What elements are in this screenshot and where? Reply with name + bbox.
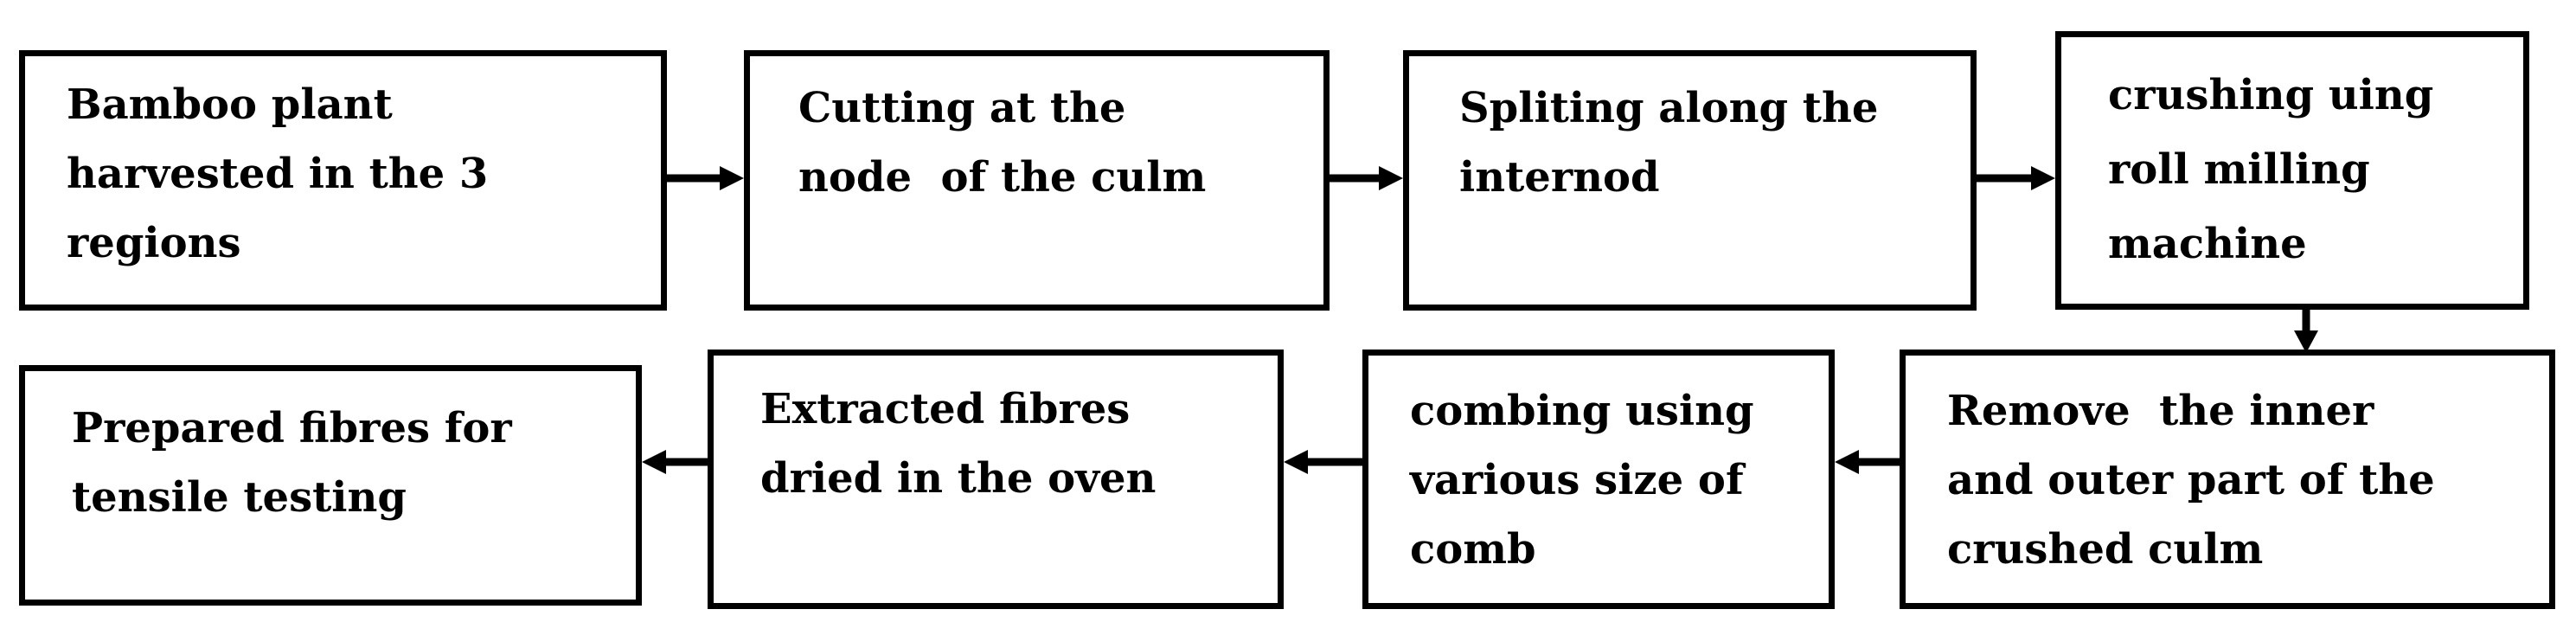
arrow-right-3 <box>1977 166 2055 190</box>
arrow-down-4 <box>2294 310 2318 353</box>
step-prepared-box: Prepared fibres for tensile testing <box>19 365 642 606</box>
step-crushing-box: crushing uing roll milling machine <box>2055 31 2529 310</box>
arrow-left-7 <box>642 450 708 474</box>
step-combing-box: combing using various size of comb <box>1362 350 1835 609</box>
step-remove-parts-box: Remove the inner and outer part of the c… <box>1900 350 2555 609</box>
arrow-right-1 <box>667 166 744 190</box>
step-harvest-box: Bamboo plant harvested in the 3 regions <box>19 50 667 311</box>
arrow-right-2 <box>1330 166 1403 190</box>
step-drying-box: Extracted fibres dried in the oven <box>708 350 1284 609</box>
arrow-left-5 <box>1835 450 1900 474</box>
step-splitting-box: Spliting along the internod <box>1403 50 1977 311</box>
step-cutting-box: Cutting at the node of the culm <box>744 50 1330 311</box>
arrow-left-6 <box>1284 450 1362 474</box>
